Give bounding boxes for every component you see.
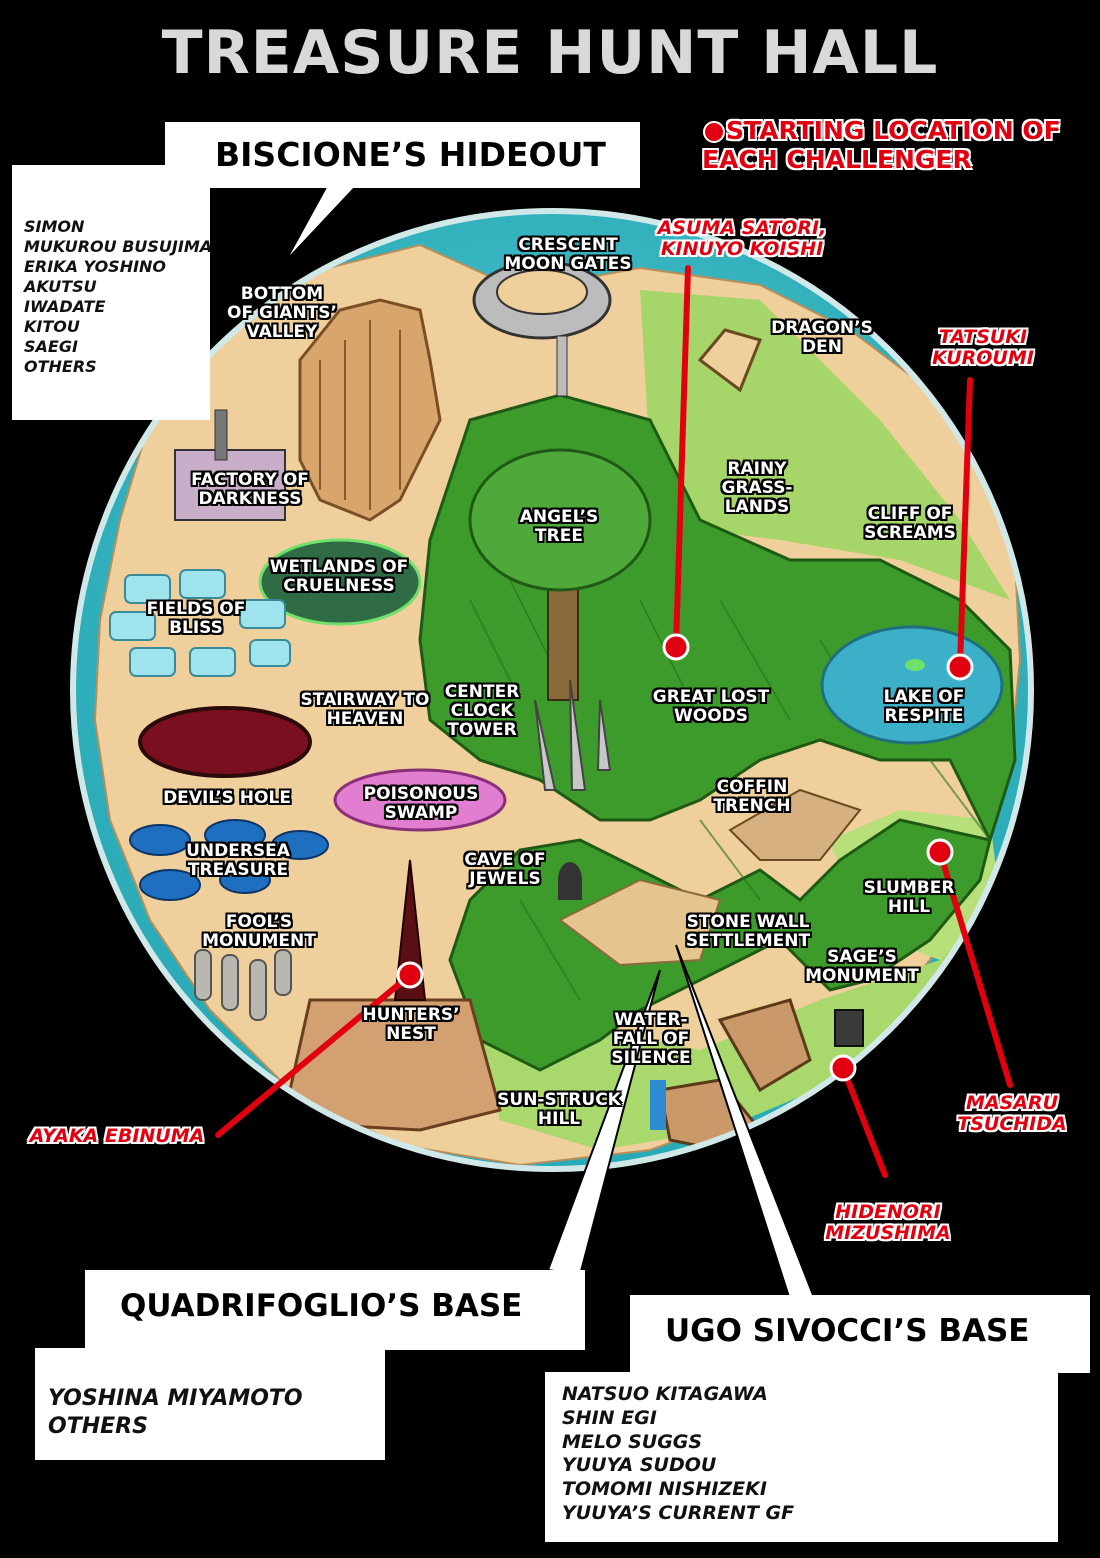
challenger-hidenori-mizushima: HIDENORI MIZUSHIMA [825, 1201, 951, 1244]
sages-monument [834, 1009, 864, 1047]
biscione-name: BISCIONE’S HIDEOUT [215, 135, 606, 174]
location-stairway-to-heaven: STAIRWAY TO HEAVEN [300, 690, 430, 729]
angels-tree-canopy [468, 448, 652, 592]
location-cave-of-jewels: CAVE OF JEWELS [464, 850, 546, 889]
factory-chimney [214, 409, 228, 461]
location-waterfall-of-silence: WATER- FALL OF SILENCE [611, 1010, 691, 1068]
location-slumber-hill: SLUMBER HILL [863, 878, 955, 917]
location-factory-of-darkness: FACTORY OF DARKNESS [191, 470, 309, 509]
location-fields-of-bliss: FIELDS OF BLISS [146, 599, 246, 638]
challenger-lines [215, 265, 1013, 1178]
cliff-texture [319, 320, 401, 510]
member: YUUYA SUDOU [562, 1454, 717, 1477]
grass-south [480, 840, 1010, 1150]
legend-label: STARTING LOCATION OF EACH CHALLENGER [702, 116, 1061, 174]
location-hunters-nest: HUNTERS’ NEST [362, 1005, 460, 1044]
challenger-asuma-kinuyo: ASUMA SATORI, KINUYO KOISHI [657, 217, 827, 260]
location-sages-monument: SAGE’S MONUMENT [805, 947, 919, 986]
challenger-tatsuki-kuroumi: TATSUKI KUROUMI [932, 326, 1034, 369]
biscione-header-box [165, 122, 640, 188]
sages-monument-cliffs [717, 998, 812, 1093]
member: SIMON [24, 217, 85, 236]
undersea-treasure-ponds [129, 819, 329, 901]
fields-of-bliss [109, 569, 291, 677]
biscione-members: SIMON MUKUROU BUSUJIMA ERIKA YOSHINO AKU… [24, 217, 212, 377]
legend-marker [703, 121, 725, 143]
challenger-ayaka-ebinuma: AYAKA EBINUMA [29, 1125, 205, 1147]
ugo-members-box [545, 1372, 1058, 1542]
fools-monument-stones [194, 949, 292, 1021]
crescent-gate-path [556, 335, 568, 397]
member: MELO SUGGS [562, 1430, 703, 1453]
quadrifoglio-members: YOSHINA MIYAMOTO OTHERS [48, 1385, 303, 1440]
location-angels-tree: ANGEL’S TREE [519, 507, 599, 546]
member: AKUTSU [24, 277, 97, 296]
member: KITOU [24, 317, 80, 336]
devils-hole [138, 706, 312, 778]
waterfall-stream [650, 1080, 666, 1130]
dragons-den [697, 328, 763, 393]
location-lake-of-respite: LAKE OF RESPITE [883, 687, 965, 726]
location-wetlands-of-cruelness: WETLANDS OF CRUELNESS [269, 557, 409, 596]
stone-wall-settlement [558, 878, 722, 967]
challenger-masaru-tsuchida: MASARU TSUCHIDA [957, 1092, 1067, 1135]
location-great-lost-woods: GREAT LOST WOODS [652, 687, 770, 726]
location-coffin-trench: COFFIN TRENCH [713, 777, 791, 816]
member: OTHERS [24, 357, 97, 376]
poisonous-swamp [333, 768, 507, 832]
ugo-members: NATSUO KITAGAWA SHIN EGI MELO SUGGS YUUY… [562, 1383, 794, 1526]
lake-island [905, 659, 925, 671]
page-title: TREASURE HUNT HALL [161, 18, 939, 88]
member: TOMOMI NISHIZEKI [562, 1478, 767, 1500]
center-clock-tower [534, 679, 612, 791]
quadrifoglio-name: QUADRIFOGLIO’S BASE [120, 1288, 523, 1324]
biscione-members-box [12, 165, 210, 420]
cave-of-jewels [558, 862, 582, 900]
location-dragons-den: DRAGON’S DEN [771, 318, 873, 357]
member: MUKUROU BUSUJIMA [24, 237, 213, 256]
location-fools-monument: FOOL’S MONUMENT [202, 912, 316, 951]
ugo-header-box [630, 1295, 1090, 1373]
location-poisonous-swamp: POISONOUS SWAMP [363, 784, 479, 823]
ugo-name: UGO SIVOCCI’S BASE [665, 1313, 1030, 1349]
quadrifoglio-header-box [85, 1270, 585, 1350]
member: YOSHINA MIYAMOTO [48, 1386, 303, 1411]
quadrifoglio-members-box [35, 1348, 385, 1460]
globe-border [70, 208, 1034, 1172]
member: YUUYA’S CURRENT GF [562, 1501, 795, 1524]
coffin-trench [728, 788, 862, 861]
member: SAEGI [24, 337, 78, 356]
location-center-clock-tower: CENTER CLOCK TOWER [444, 682, 520, 740]
location-stone-wall-settlement: STONE WALL SETTLEMENT [685, 912, 811, 951]
location-crescent-moon-gates: CRESCENT MOON GATES [504, 235, 632, 274]
wetlands-of-cruelness [258, 538, 422, 626]
member: NATSUO KITAGAWA [562, 1383, 768, 1405]
location-devils-hole: DEVIL’S HOLE [163, 788, 291, 808]
member: OTHERS [48, 1413, 148, 1439]
location-cliff-of-screams: CLIFF OF SCREAMS [864, 504, 956, 543]
member: ERIKA YOSHINO [24, 257, 167, 276]
biscione-bubble-tail [284, 178, 363, 263]
challenger-dots [396, 633, 974, 1082]
location-rainy-grasslands: RAINY GRASS- LANDS [721, 459, 793, 517]
location-undersea-treasure: UNDERSEA TREASURE [186, 841, 290, 880]
member: SHIN EGI [562, 1406, 657, 1429]
factory-of-darkness [174, 449, 286, 521]
location-bottom-of-giants-valley: BOTTOM OF GIANTS’ VALLEY [227, 284, 337, 342]
crescent-moon-gates-inner [496, 269, 588, 315]
member: IWADATE [24, 297, 106, 316]
location-sun-struck-hill: SUN-STRUCK HILL [497, 1090, 621, 1129]
